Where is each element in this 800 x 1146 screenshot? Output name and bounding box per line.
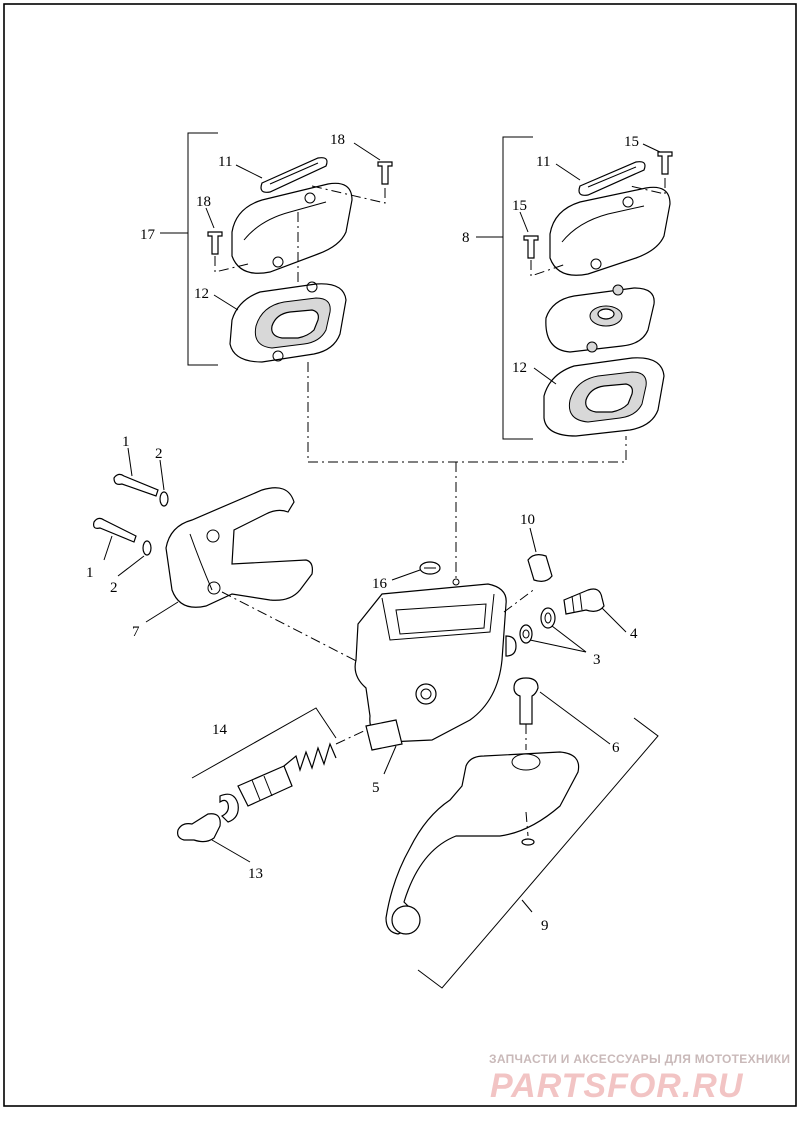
leader-clamp-to-body bbox=[221, 591, 371, 669]
screw-1-lower bbox=[93, 517, 137, 543]
screw-18-left bbox=[207, 231, 223, 255]
spring bbox=[283, 742, 337, 773]
callout-2-lower: 2 bbox=[110, 580, 118, 596]
screw-15-right bbox=[657, 151, 673, 175]
callout-17: 17 bbox=[140, 227, 156, 243]
banjo-port bbox=[505, 635, 517, 657]
bracket-9 bbox=[417, 717, 659, 989]
callout-11-right: 11 bbox=[536, 154, 550, 170]
callout-12-left: 12 bbox=[194, 286, 209, 302]
callout-5: 5 bbox=[372, 780, 380, 796]
bracket-14 bbox=[191, 707, 337, 779]
screw-15-left bbox=[523, 235, 539, 259]
reservoir-cover-left bbox=[231, 182, 353, 274]
callout-10: 10 bbox=[520, 512, 535, 528]
lever-9 bbox=[385, 751, 580, 935]
watermark: ЗАПЧАСТИ И АКСЕССУАРЫ ДЛЯ МОТОТЕХНИКИ PA… bbox=[489, 1052, 790, 1105]
leader-cover-to-body bbox=[307, 362, 627, 463]
reservoir-cover-right bbox=[549, 186, 671, 276]
washer-3-b bbox=[519, 624, 533, 644]
callout-14: 14 bbox=[212, 722, 228, 738]
cover-assembly-8 bbox=[476, 136, 673, 440]
cap-10 bbox=[527, 554, 553, 582]
callout-6: 6 bbox=[612, 740, 620, 756]
callout-3: 3 bbox=[593, 652, 601, 668]
callout-15-left: 15 bbox=[512, 198, 527, 214]
piston bbox=[237, 765, 293, 807]
callout-12-right: 12 bbox=[512, 360, 527, 376]
callout-11-left: 11 bbox=[218, 154, 232, 170]
washer-3-a bbox=[540, 607, 556, 629]
screw-1-upper bbox=[113, 473, 159, 497]
snap-ring bbox=[219, 793, 239, 823]
callout-1-lower: 1 bbox=[86, 565, 94, 581]
retaining-clip bbox=[521, 838, 535, 846]
callout-16: 16 bbox=[372, 576, 388, 592]
boot-13 bbox=[177, 813, 221, 843]
lever-assembly bbox=[385, 677, 580, 935]
banjo-parts bbox=[503, 554, 605, 644]
screw-18-right bbox=[377, 161, 393, 185]
leader-lines bbox=[103, 142, 661, 863]
callout-4: 4 bbox=[630, 626, 638, 642]
callout-18-left: 18 bbox=[196, 194, 211, 210]
callout-labels: 18 11 18 17 12 15 11 15 8 12 1 2 1 2 7 1… bbox=[86, 132, 639, 934]
washer-2-upper bbox=[159, 491, 169, 507]
washer-2-lower bbox=[142, 540, 152, 556]
watermark-brand: PARTSFOR.RU bbox=[490, 1067, 744, 1105]
callout-13: 13 bbox=[248, 866, 263, 882]
watermark-tagline: ЗАПЧАСТИ И АКСЕССУАРЫ ДЛЯ МОТОТЕХНИКИ bbox=[489, 1052, 790, 1066]
callout-15-top: 15 bbox=[624, 134, 639, 150]
callout-8: 8 bbox=[462, 230, 470, 246]
cover-assembly-17 bbox=[160, 132, 393, 366]
bolt-4 bbox=[563, 588, 605, 615]
pivot-pin-6 bbox=[513, 677, 539, 725]
master-cylinder-body-5 bbox=[354, 561, 517, 751]
callout-7: 7 bbox=[132, 624, 140, 640]
clamp-7 bbox=[165, 487, 313, 608]
callout-9: 9 bbox=[541, 918, 549, 934]
piston-kit bbox=[177, 707, 367, 843]
clamp-assembly bbox=[93, 473, 313, 608]
callout-1-upper: 1 bbox=[122, 434, 130, 450]
callout-18-top: 18 bbox=[330, 132, 345, 148]
diagram-border bbox=[3, 3, 797, 1107]
callout-2-upper: 2 bbox=[155, 446, 163, 462]
